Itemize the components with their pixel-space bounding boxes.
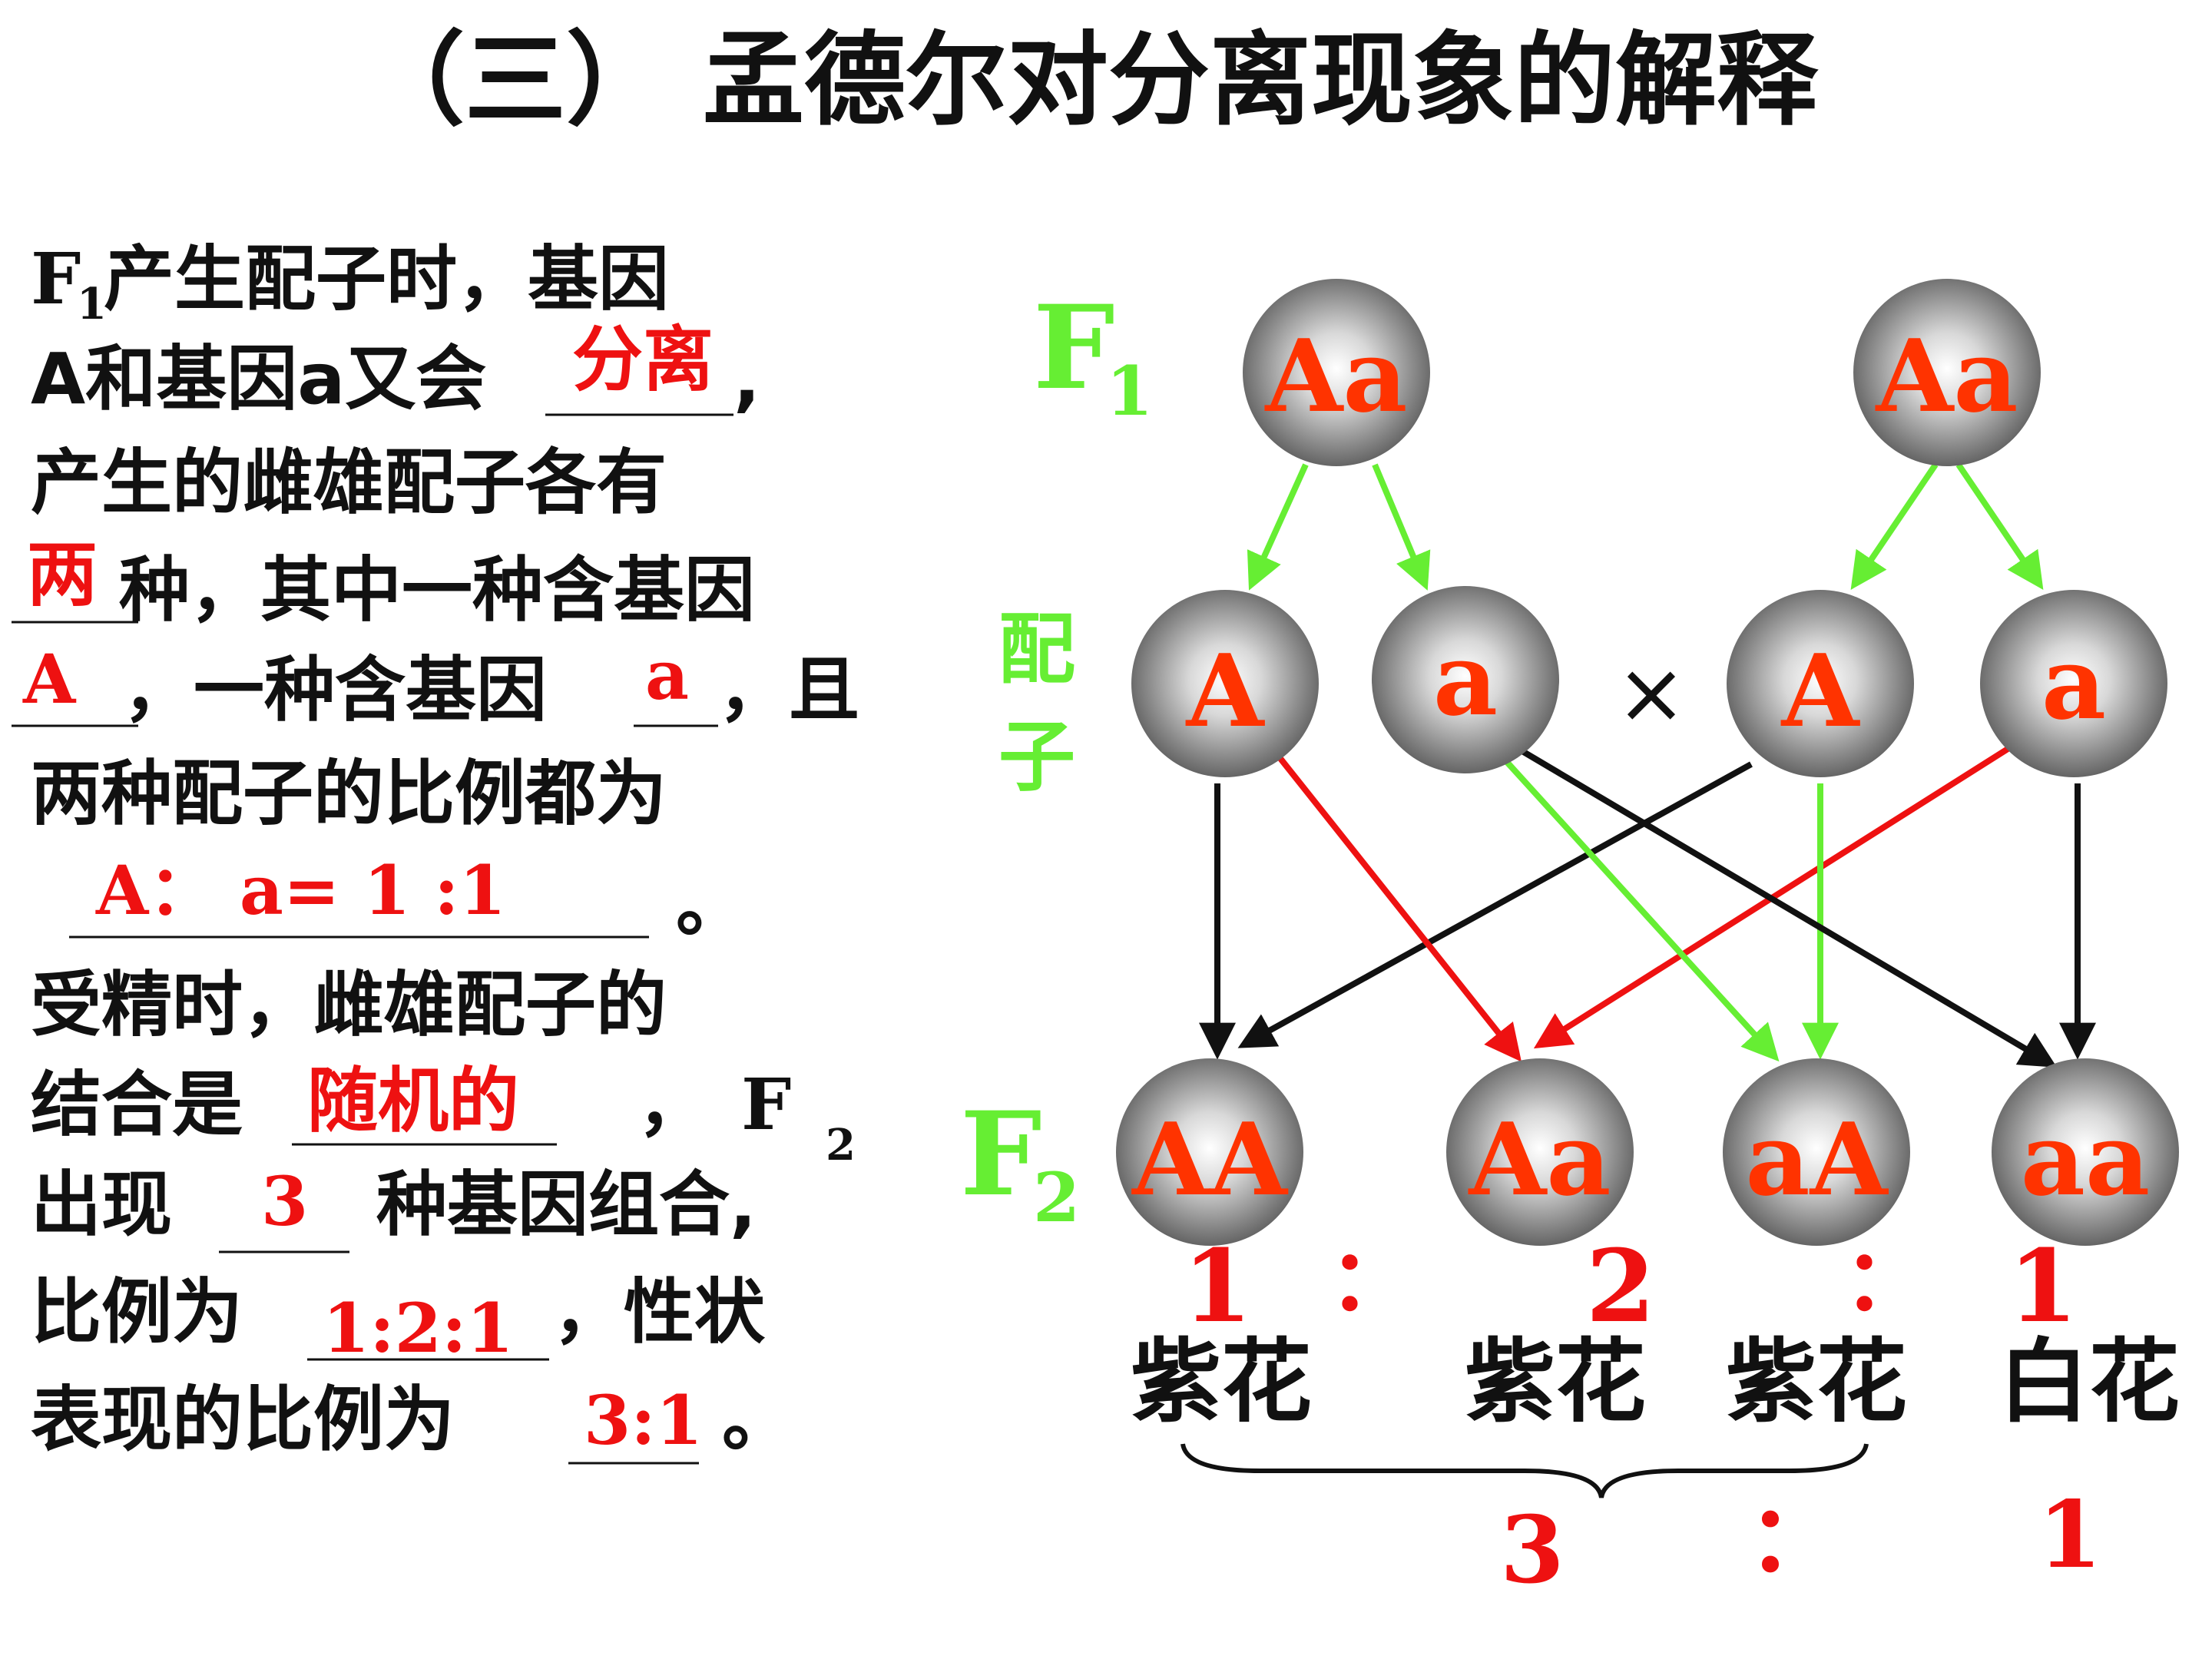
line-9a: 结合是	[31, 1064, 243, 1146]
arrow	[1503, 758, 1780, 1062]
answer-ratio-121: 1:2:1	[323, 1288, 514, 1368]
ratio-sep: ：	[1329, 1231, 1413, 1330]
arrow	[1503, 738, 2058, 1068]
line-1: 产生配子时，基因	[104, 238, 669, 320]
answer-ratio: A： a= 1 :1	[95, 850, 506, 930]
phenotype-row: 紫花 紫花 紫花 白花	[1131, 1329, 2180, 1435]
offspring-ball: Aa	[1446, 1058, 1634, 1246]
summary-num: 3	[1500, 1496, 1565, 1604]
gamete-label-1: 配	[998, 604, 1075, 694]
phenotype-label: 紫花	[1726, 1329, 1907, 1435]
arrow	[1247, 463, 1309, 591]
answer-a: a	[645, 635, 689, 715]
phenotype-label: 紫花	[1131, 1329, 1312, 1435]
f2-label-sub: 2	[1033, 1157, 1080, 1237]
f1-label-sub: 1	[1106, 351, 1153, 431]
genotype-label: Aa	[1263, 317, 1407, 435]
line-11a: 比例为	[31, 1271, 243, 1353]
f2-label: F	[960, 1087, 1042, 1222]
answer-three: 3	[261, 1161, 308, 1241]
gamete-label: A	[1780, 632, 1861, 750]
ratio-num: 1	[1183, 1227, 1252, 1345]
parent-row: Aa Aa	[1243, 279, 2041, 466]
genotype-label: AA	[1131, 1101, 1289, 1218]
gamete-to-f2-arrows	[1199, 738, 2096, 1068]
gamete-ball: a	[1372, 586, 1559, 773]
summary-num: 1	[2038, 1481, 2102, 1589]
line-9b: ，	[637, 1064, 708, 1146]
generation-labels: F 1 配 子 F 2	[960, 280, 1153, 1237]
offspring-row: AA Aa aA aa	[1116, 1058, 2179, 1246]
left-text-block: F 1 产生配子时，基因 A和基因a又会 分离 , 产生的雌雄配子各有 两 种，…	[12, 237, 859, 1465]
cross-symbol: ×	[1616, 644, 1687, 742]
genotype-label: Aa	[1467, 1101, 1611, 1218]
page-title: （三） 孟德尔对分离现象的解释	[363, 22, 1819, 140]
line-10b: 种基因组合,	[376, 1164, 757, 1246]
line-11b: ，性状	[553, 1271, 766, 1353]
line-4: 种，其中一种含基因	[119, 549, 755, 631]
genotype-ratio: 1 ： 2 ： 1	[1183, 1227, 2078, 1345]
line-12a: 表现的比例为	[31, 1379, 455, 1461]
arrow	[1850, 462, 1939, 590]
f-letter: F	[31, 237, 81, 320]
answer-two: 两	[27, 534, 98, 616]
ratio-sep: ：	[1843, 1231, 1928, 1330]
line-8: 受精时，雌雄配子的	[31, 964, 667, 1046]
f2-letter: F	[741, 1063, 791, 1146]
gamete-label: a	[2041, 624, 2106, 742]
line-2-comma: ,	[733, 338, 760, 420]
gamete-ball: a	[1980, 590, 2167, 777]
offspring-ball: AA	[1116, 1058, 1303, 1246]
arrow	[1237, 761, 1753, 1048]
line-6: 两种配子的比例都为	[31, 753, 667, 835]
ratio-num: 1	[2008, 1227, 2078, 1345]
gamete-row: A a × A a	[1131, 586, 2167, 777]
grouping-brace	[1181, 1443, 1869, 1498]
genotype-label: aA	[1745, 1101, 1889, 1218]
answer-random: 随机的	[307, 1060, 519, 1142]
f-subscript: 1	[77, 279, 107, 329]
line-5a: ，一种含基因	[123, 649, 547, 731]
answer-ratio-31: 3:1	[584, 1380, 703, 1460]
genotype-label: aa	[2021, 1101, 2150, 1218]
arrow	[1372, 463, 1431, 591]
gamete-label: A	[1185, 632, 1266, 750]
line-3: 产生的雌雄配子各有	[31, 442, 667, 524]
gamete-ball: A	[1131, 590, 1319, 777]
answer-A: A	[22, 639, 77, 719]
line-12b: 。	[722, 1379, 793, 1461]
summary-sep: ：	[1747, 1486, 1839, 1593]
arrow	[1955, 462, 2044, 590]
phenotype-ratio: 3 ： 1	[1500, 1481, 2102, 1604]
f1-label: F	[1033, 280, 1115, 416]
gamete-label: a	[1433, 621, 1498, 738]
f1-to-gamete-arrows	[1247, 462, 2044, 591]
line-7-end: 。	[676, 864, 747, 946]
offspring-ball: aA	[1723, 1058, 1910, 1246]
offspring-ball: aa	[1992, 1058, 2179, 1246]
f2-subscript: 2	[826, 1120, 856, 1171]
phenotype-label: 白花	[1998, 1329, 2180, 1435]
line-2: A和基因a又会	[31, 338, 486, 420]
arrow	[1276, 754, 1522, 1062]
line-10a: 出现	[31, 1164, 172, 1246]
gamete-ball: A	[1727, 590, 1914, 777]
arrow	[1533, 738, 2022, 1049]
answer-separate: 分离	[572, 319, 714, 401]
line-5b: ，且	[718, 649, 859, 731]
parent-ball: Aa	[1853, 279, 2041, 466]
gamete-label-2: 子	[998, 712, 1075, 802]
parent-ball: Aa	[1243, 279, 1430, 466]
ratio-num: 2	[1586, 1227, 1655, 1345]
genotype-label: Aa	[1874, 317, 2018, 435]
phenotype-label: 紫花	[1465, 1329, 1646, 1435]
